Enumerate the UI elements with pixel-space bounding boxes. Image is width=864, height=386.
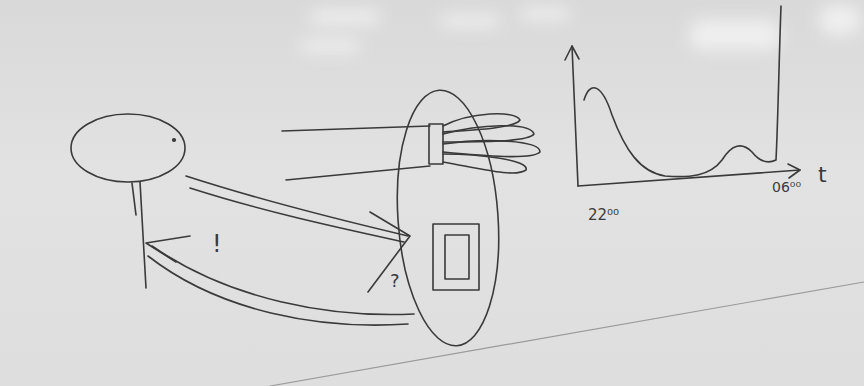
arrow-stroke [152,246,414,315]
device-outer [433,224,479,290]
body-line [132,183,136,215]
axis-arrow [565,46,579,60]
sketch-label: t [818,164,827,186]
sketch-label: ! [212,232,222,256]
arrow-stroke [190,188,404,242]
board-edge [270,282,864,386]
arrow-stroke [186,176,408,236]
body-line [140,182,146,288]
device-screen [445,235,469,279]
arrow-head [146,236,190,262]
arrow-head [368,212,410,292]
sketch-label: ? [390,272,400,290]
axis-arrow [788,164,800,178]
sketch-label: 06⁰⁰ [772,180,801,194]
finger [443,154,526,173]
arm-line [286,166,430,180]
y-axis [572,46,578,186]
curve [584,6,781,177]
wristband [429,124,443,164]
finger [443,126,534,142]
arrow-stroke [148,256,408,325]
x-axis [578,170,800,186]
finger [443,114,520,132]
head-ellipse [71,114,185,182]
sketch-label: 22⁰⁰ [588,208,619,223]
dot [173,139,176,142]
light-reflection [300,5,860,52]
